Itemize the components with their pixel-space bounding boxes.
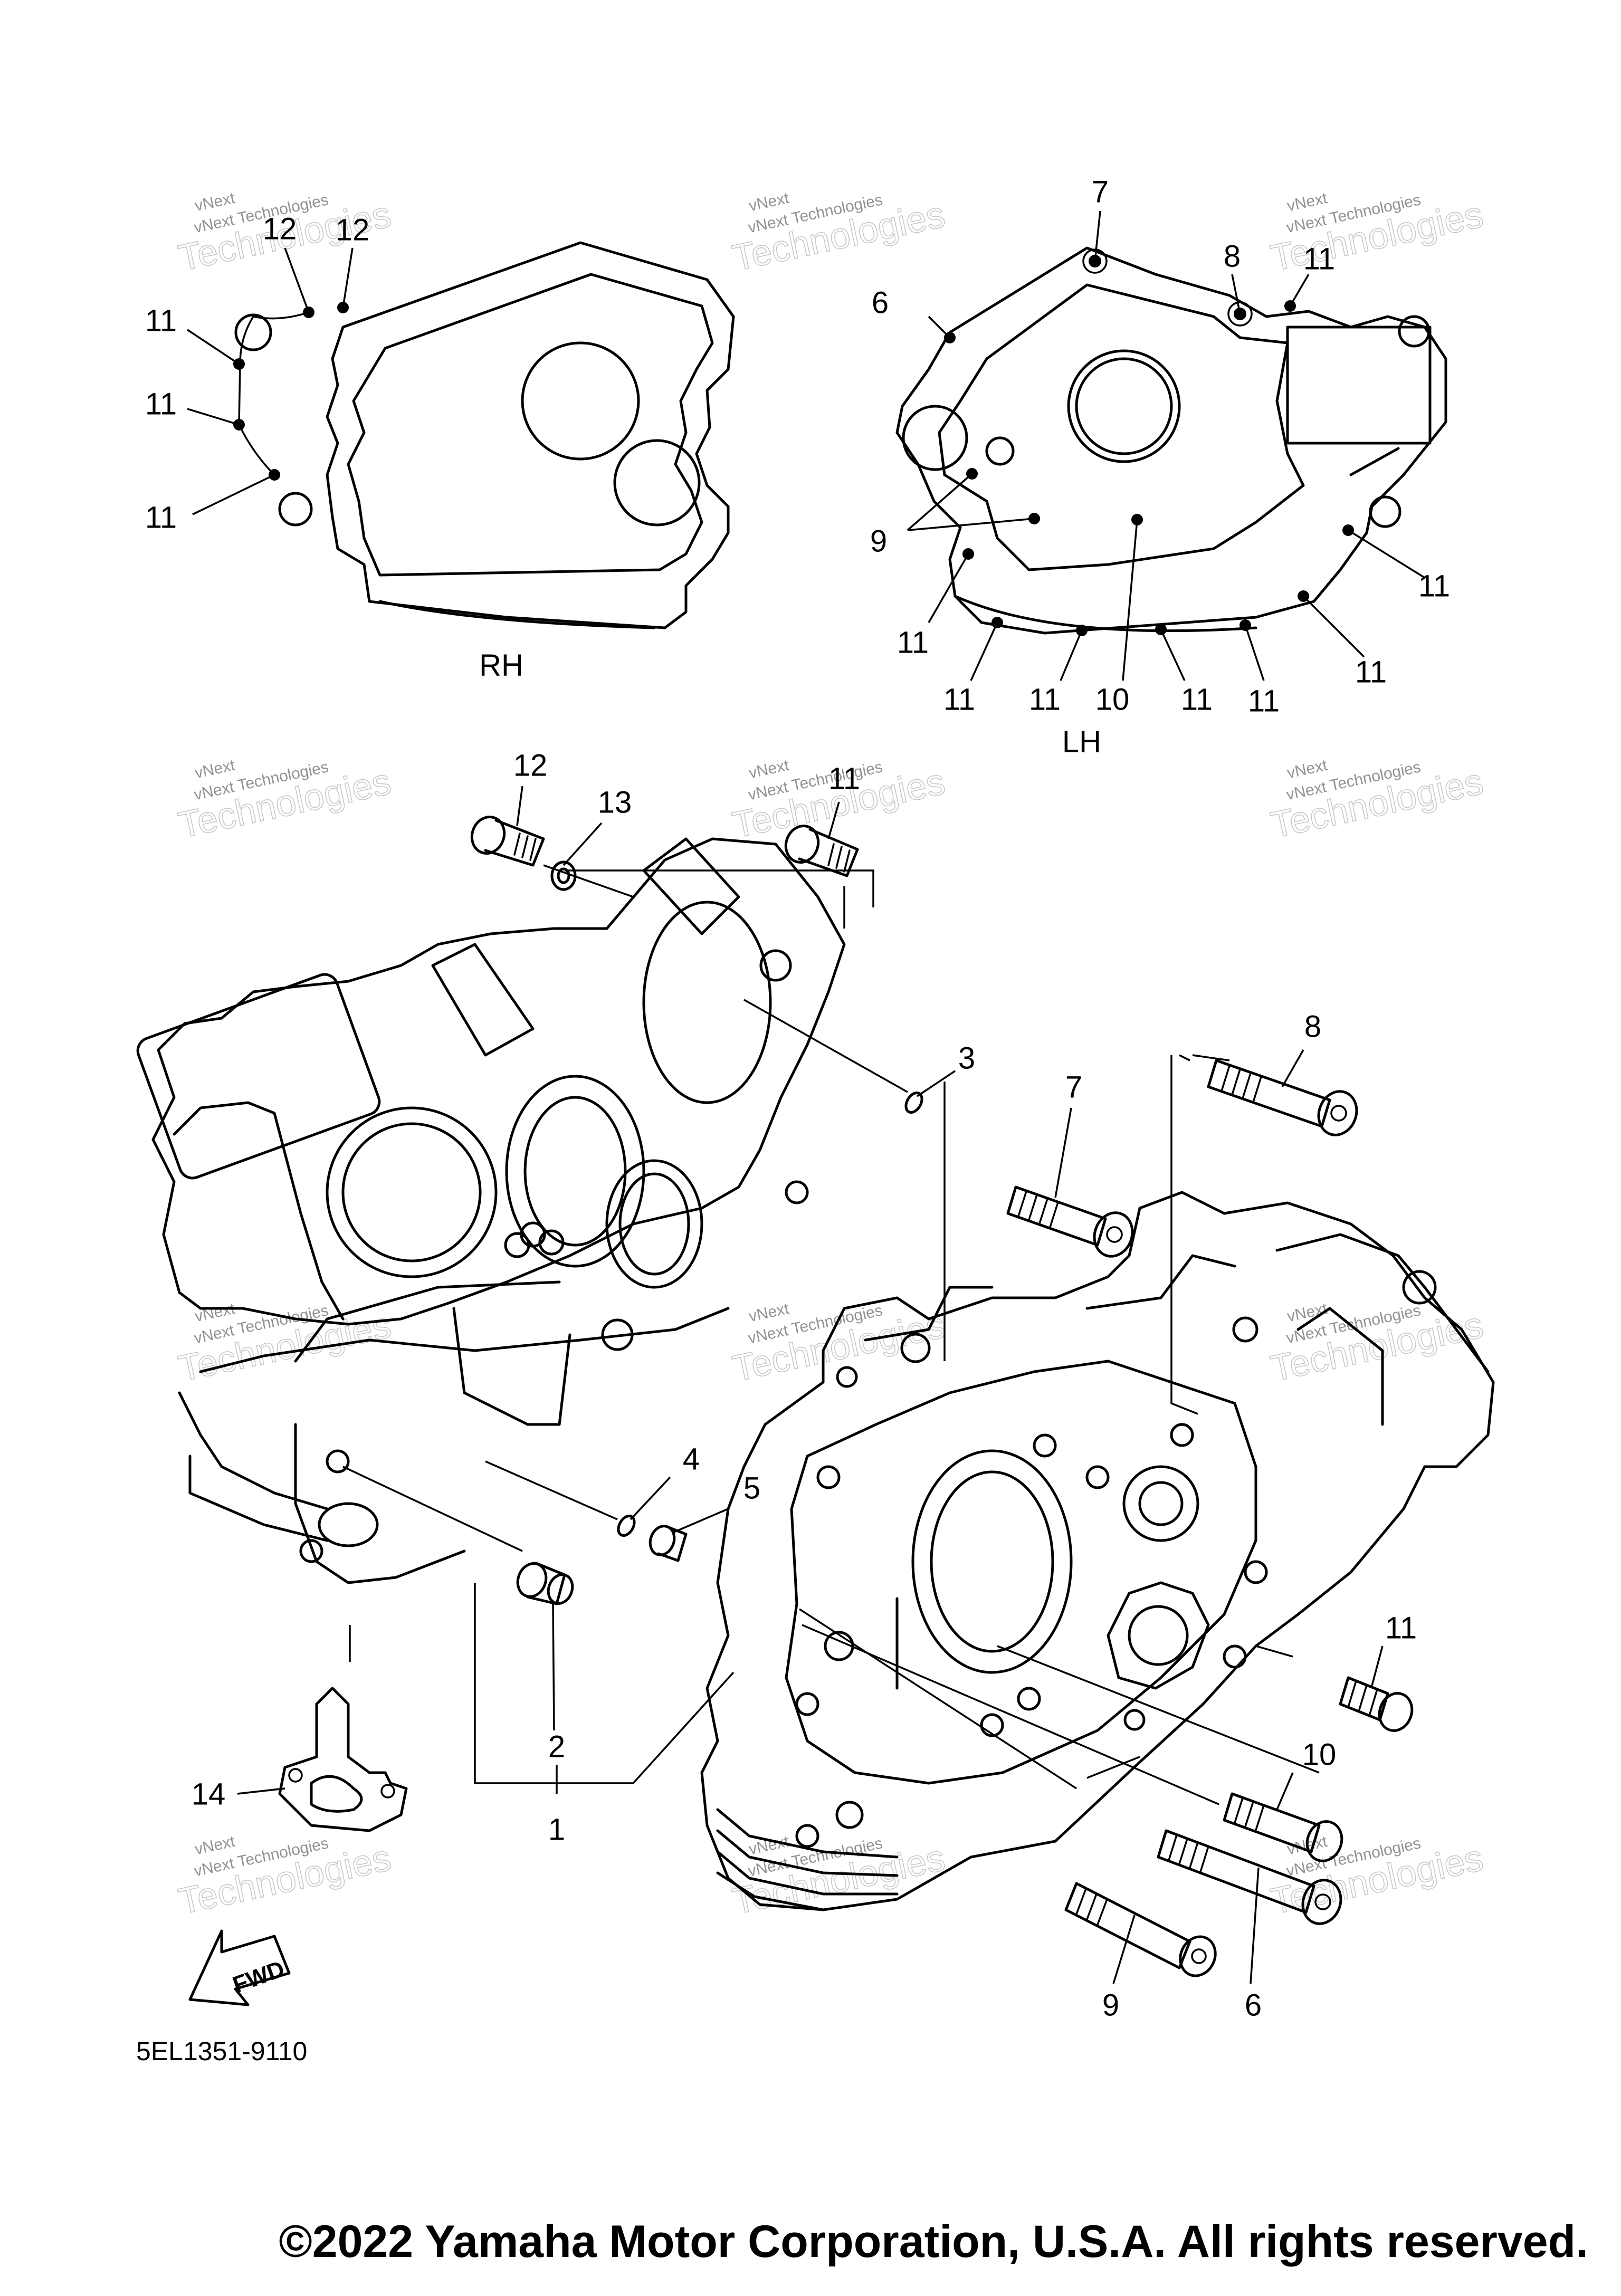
part-13-washer bbox=[550, 860, 577, 891]
diagram-code: 5EL1351-9110 bbox=[136, 2036, 307, 2066]
exploded-callouts: 12 13 11 3 8 7 4 5 2 1 14 11 10 9 6 bbox=[192, 748, 1417, 2022]
callout-9: 9 bbox=[1102, 1988, 1119, 2022]
rh-label: RH bbox=[479, 648, 523, 682]
part-6-bolt bbox=[1157, 1829, 1342, 1925]
watermark: vNext vNext Technologies Technologies bbox=[729, 189, 949, 279]
assembly-leaders bbox=[342, 864, 1320, 1805]
callout-13: 13 bbox=[598, 785, 632, 819]
callout-12: 12 bbox=[513, 748, 548, 782]
part-2-dowel bbox=[516, 1562, 574, 1605]
callout-8: 8 bbox=[1224, 239, 1241, 273]
callout-11: 11 bbox=[1355, 655, 1387, 689]
callout-9: 9 bbox=[870, 524, 887, 558]
callout-3: 3 bbox=[958, 1041, 975, 1075]
callout-11: 11 bbox=[1181, 682, 1213, 716]
forward-arrow-icon: FWD bbox=[188, 1929, 291, 2006]
callout-11: 11 bbox=[1029, 682, 1061, 716]
callout-1: 1 bbox=[548, 1812, 565, 1847]
fwd-label: FWD bbox=[230, 1956, 288, 1998]
watermark: vNext vNext Technologies Technologies bbox=[1267, 1300, 1487, 1390]
lh-label: LH bbox=[1062, 724, 1101, 759]
callout-6: 6 bbox=[872, 285, 889, 320]
callout-2: 2 bbox=[548, 1729, 565, 1764]
rh-bolt-positions bbox=[233, 302, 349, 481]
part-14-strainer-cover bbox=[278, 1687, 408, 1832]
part-3-o-ring bbox=[904, 1092, 923, 1114]
callout-11: 11 bbox=[897, 625, 929, 659]
watermark: vNext vNext Technologies Technologies bbox=[1267, 1833, 1487, 1922]
lh-crankcase-outline: LH bbox=[895, 246, 1447, 759]
crankcase-left-half bbox=[700, 1191, 1495, 1911]
callout-11: 11 bbox=[1418, 569, 1450, 603]
watermark: vNext vNext Technologies Technologies bbox=[729, 1833, 949, 1922]
part-11-bolt bbox=[784, 825, 859, 877]
callout-11: 11 bbox=[145, 387, 177, 421]
callout-7: 7 bbox=[1065, 1070, 1082, 1104]
callout-11: 11 bbox=[1385, 1611, 1417, 1645]
crankcase-right-half bbox=[136, 837, 846, 1584]
callout-12: 12 bbox=[263, 212, 297, 246]
callout-5: 5 bbox=[743, 1471, 760, 1505]
callout-12: 12 bbox=[336, 213, 370, 247]
callout-6: 6 bbox=[1245, 1988, 1262, 2022]
part-5-dowel bbox=[649, 1525, 688, 1562]
watermark: vNext vNext Technologies Technologies bbox=[175, 1833, 395, 1922]
rh-crankcase-outline: RH bbox=[234, 241, 735, 682]
part-11-bolt bbox=[1339, 1676, 1414, 1732]
callout-8: 8 bbox=[1304, 1009, 1321, 1044]
callout-10: 10 bbox=[1095, 682, 1130, 716]
part-4-o-ring bbox=[617, 1515, 636, 1537]
callout-11: 11 bbox=[943, 682, 975, 716]
callout-7: 7 bbox=[1092, 175, 1109, 209]
callout-4: 4 bbox=[683, 1442, 700, 1476]
watermark: vNext vNext Technologies Technologies bbox=[1267, 757, 1487, 846]
callout-14: 14 bbox=[192, 1777, 226, 1811]
watermark: vNext vNext Technologies Technologies bbox=[175, 757, 395, 846]
callout-11: 11 bbox=[1303, 242, 1335, 276]
callout-11: 11 bbox=[145, 303, 177, 338]
part-9-bolt bbox=[1064, 1882, 1217, 1977]
part-12-bolt bbox=[470, 816, 545, 867]
part-7-bolt bbox=[1006, 1185, 1134, 1258]
lh-callouts: 7 6 8 11 9 11 11 11 10 11 11 11 11 bbox=[870, 175, 1450, 718]
callout-11: 11 bbox=[145, 500, 177, 534]
callout-11: 11 bbox=[1248, 684, 1280, 718]
rh-callouts: 12 12 11 11 11 bbox=[145, 212, 369, 534]
part-8-bolt bbox=[1207, 1059, 1358, 1136]
callout-11: 11 bbox=[828, 761, 860, 796]
copyright-notice: ©2022 Yamaha Motor Corporation, U.S.A. A… bbox=[279, 2216, 1588, 2267]
part-10-bolt bbox=[1223, 1792, 1343, 1862]
callout-10: 10 bbox=[1302, 1737, 1337, 1772]
watermark: vNext vNext Technologies Technologies bbox=[1267, 189, 1487, 279]
